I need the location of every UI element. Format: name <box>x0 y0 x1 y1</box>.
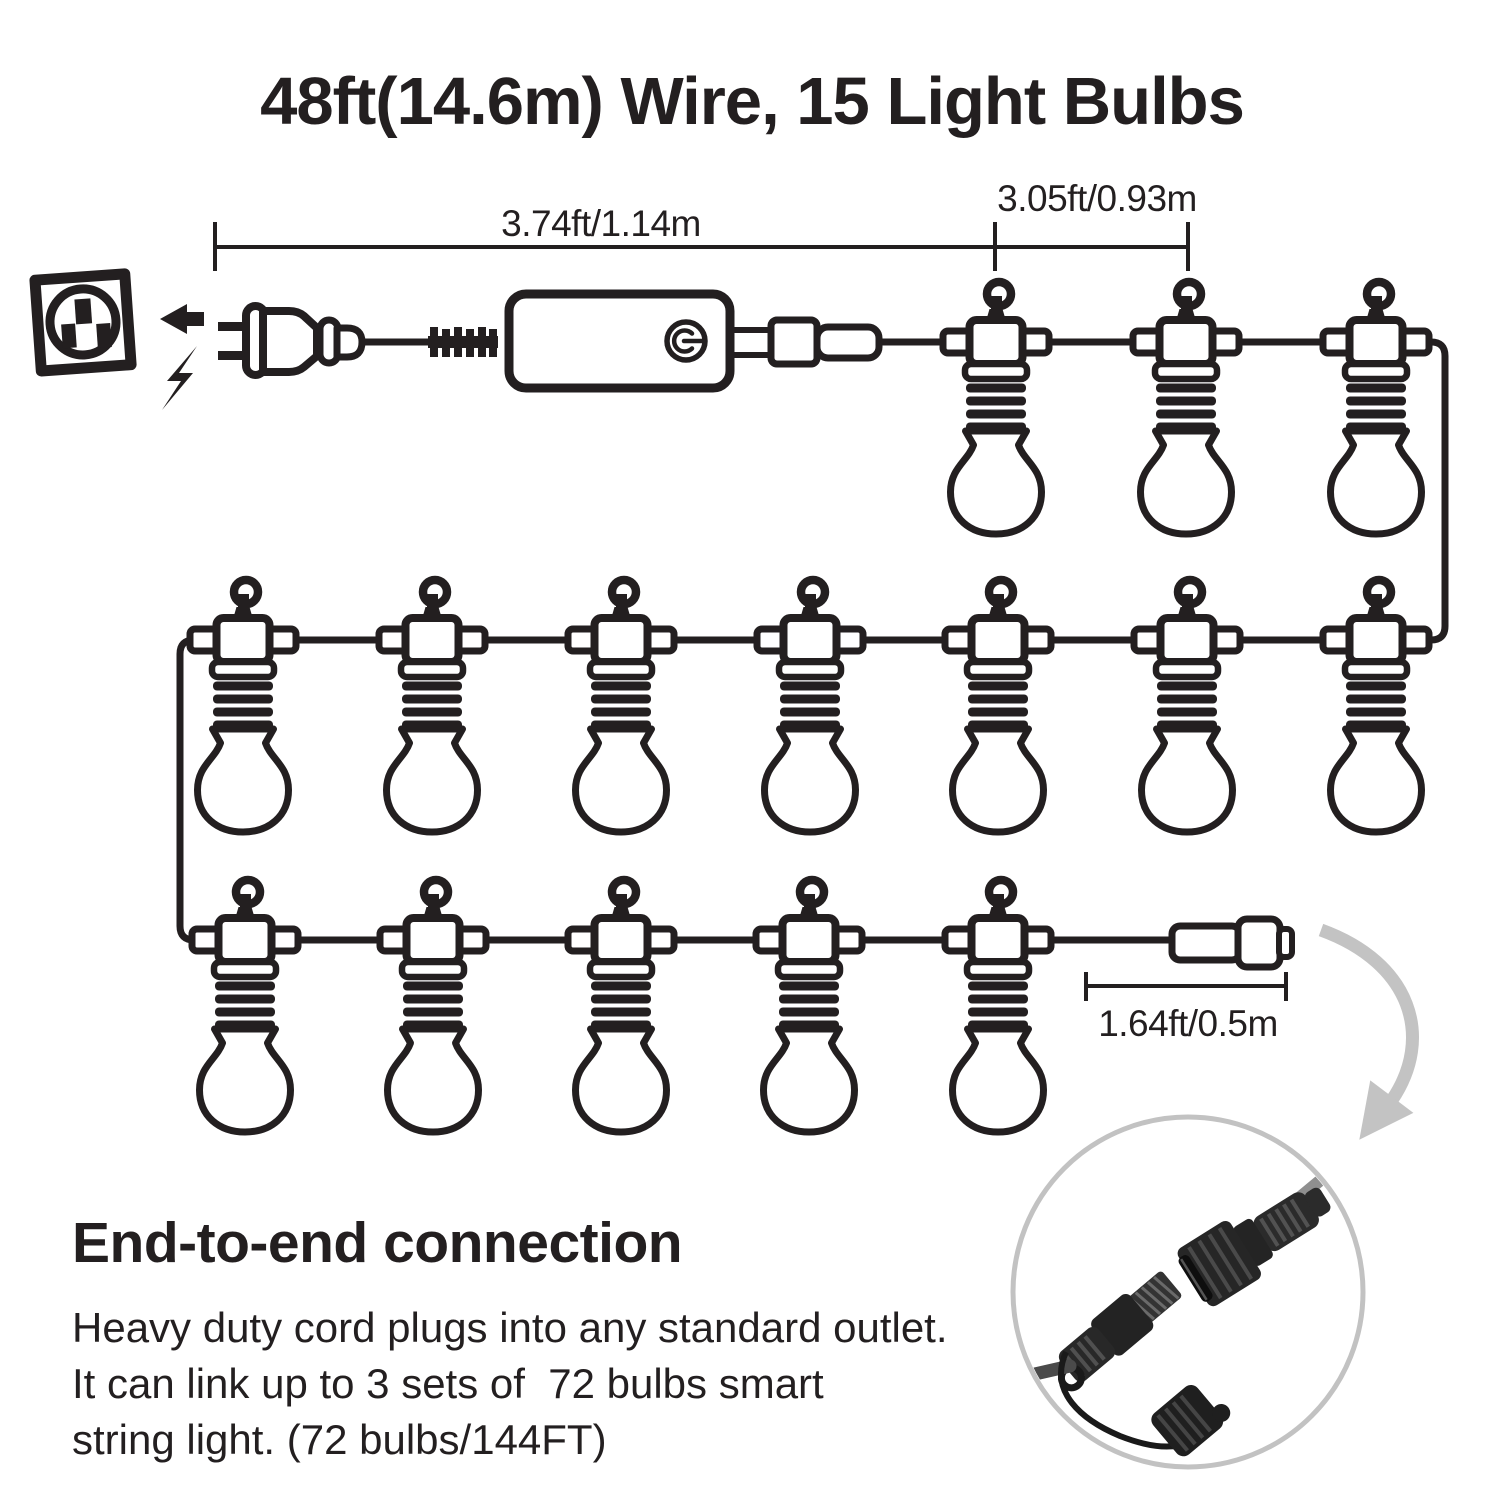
light-bulb <box>1323 282 1429 534</box>
light-bulb <box>945 880 1051 1132</box>
light-bulb <box>945 580 1051 832</box>
strain-relief <box>428 327 498 357</box>
photo-protective-cap <box>1151 1384 1231 1457</box>
connector-photo-inset <box>1010 1114 1366 1470</box>
light-bulb <box>1134 580 1240 832</box>
light-bulb <box>1323 580 1429 832</box>
light-bulb <box>756 880 862 1132</box>
plug-prong <box>218 351 250 360</box>
end-dimension-lines <box>1084 972 1288 1001</box>
light-bulb <box>1133 282 1239 534</box>
power-plug <box>218 302 366 379</box>
light-bulb <box>943 282 1049 534</box>
light-bulb <box>380 880 486 1132</box>
plug-prong <box>218 322 250 331</box>
lead-wire-measurement: 3.74ft/1.14m <box>501 203 701 244</box>
light-bulb <box>190 580 296 832</box>
inset-circle-ring <box>1010 1114 1366 1470</box>
end-wire-measurement: 1.64ft/0.5m <box>1098 1003 1278 1044</box>
page-title: 48ft(14.6m) Wire, 15 Light Bulbs <box>260 64 1244 139</box>
curved-arrow-icon <box>1318 923 1419 1140</box>
light-bulb <box>192 880 298 1132</box>
light-bulb <box>379 580 485 832</box>
light-bulb <box>757 580 863 832</box>
section-heading: End-to-end connection <box>72 1211 682 1275</box>
photo-female-connector <box>1177 1187 1331 1307</box>
light-bulb <box>568 880 674 1132</box>
wall-outlet-icon <box>29 268 137 377</box>
left-arrow-icon <box>160 304 204 334</box>
body-line: Heavy duty cord plugs into any standard … <box>72 1304 948 1351</box>
inline-connector <box>729 316 883 368</box>
power-button-icon <box>664 319 708 363</box>
light-bulb <box>568 580 674 832</box>
body-line: It can link up to 3 sets of 72 bulbs sma… <box>72 1360 824 1407</box>
end-connector <box>1168 915 1295 971</box>
body-line: string light. (72 bulbs/144FT) <box>72 1416 607 1463</box>
photo-cap-strap <box>1058 1350 1192 1450</box>
lightning-bolt-icon <box>162 346 197 410</box>
bulb-spacing-measurement: 3.05ft/0.93m <box>997 178 1197 219</box>
top-dimension-lines <box>213 222 1190 271</box>
controller-box <box>504 289 735 393</box>
